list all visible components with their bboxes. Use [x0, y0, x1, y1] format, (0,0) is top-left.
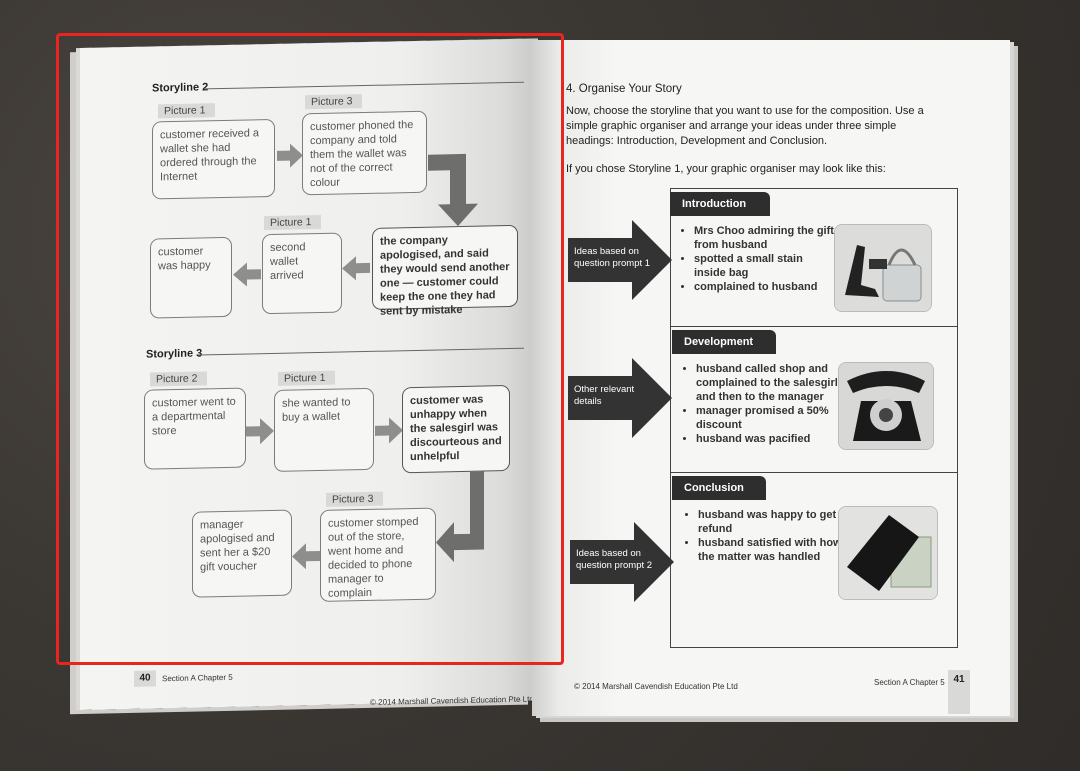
telephone-photo — [838, 362, 934, 450]
right-arrow-icon — [568, 358, 672, 438]
highlight-box — [56, 33, 564, 665]
list-item: husband was pacified — [696, 432, 846, 446]
arrow-label: Ideas based on question prompt 1 — [574, 246, 651, 269]
handbag-photo-image — [835, 225, 931, 311]
wallet-photo-image — [839, 507, 937, 599]
right-page: 4. Organise Your Story Now, choose the s… — [532, 40, 1010, 716]
list-item: husband satisfied with how the matter wa… — [698, 536, 846, 564]
list-item: spotted a small stain inside bag — [694, 252, 834, 280]
development-bullets: husband called shop and complained to th… — [684, 362, 846, 446]
instruction-paragraph: Now, choose the storyline that you want … — [566, 105, 924, 147]
arrow-label: Ideas based on question prompt 2 — [576, 548, 653, 571]
list-item: manager promised a 50% discount — [696, 404, 846, 432]
list-item: Mrs Choo admiring the gift from husband — [694, 224, 834, 252]
wallet-photo — [838, 506, 938, 600]
section-label: Section A Chapter 5 — [162, 672, 233, 684]
right-arrow-icon — [570, 522, 674, 602]
list-item: complained to husband — [694, 280, 834, 294]
left-arrow-icon — [292, 543, 320, 570]
left-page: Storyline 2 Picture 1 customer received … — [80, 38, 538, 711]
right-arrow-icon — [375, 417, 403, 444]
section-label: Section A Chapter 5 — [874, 678, 945, 687]
development-header: Development — [672, 330, 776, 354]
divider — [670, 472, 958, 473]
down-bend-arrow-icon — [428, 153, 478, 227]
right-arrow-icon — [246, 418, 274, 445]
left-arrow-icon — [233, 262, 261, 287]
introduction-header: Introduction — [670, 192, 770, 216]
conclusion-header: Conclusion — [672, 476, 766, 500]
down-left-bend-arrow-icon — [436, 471, 484, 563]
list-item: husband was happy to get a refund — [698, 508, 846, 536]
introduction-bullets: Mrs Choo admiring the gift from husband … — [682, 224, 834, 294]
conclusion-bullets: husband was happy to get a refund husban… — [686, 508, 846, 564]
arrow-label: Other relevant details — [574, 384, 635, 407]
section-heading: 4. Organise Your Story — [566, 83, 682, 95]
list-item: husband called shop and complained to th… — [696, 362, 846, 404]
graphic-organiser — [670, 188, 958, 648]
divider — [670, 326, 958, 327]
telephone-photo-image — [839, 363, 933, 449]
right-arrow-icon — [568, 220, 672, 300]
copyright: © 2014 Marshall Cavendish Education Pte … — [574, 682, 738, 691]
handbag-photo — [834, 224, 932, 312]
page-number: 40 — [134, 670, 156, 687]
page-number: 41 — [948, 670, 970, 714]
left-arrow-icon — [342, 256, 370, 281]
example-intro: If you chose Storyline 1, your graphic o… — [566, 163, 886, 175]
right-arrow-icon — [277, 143, 303, 168]
